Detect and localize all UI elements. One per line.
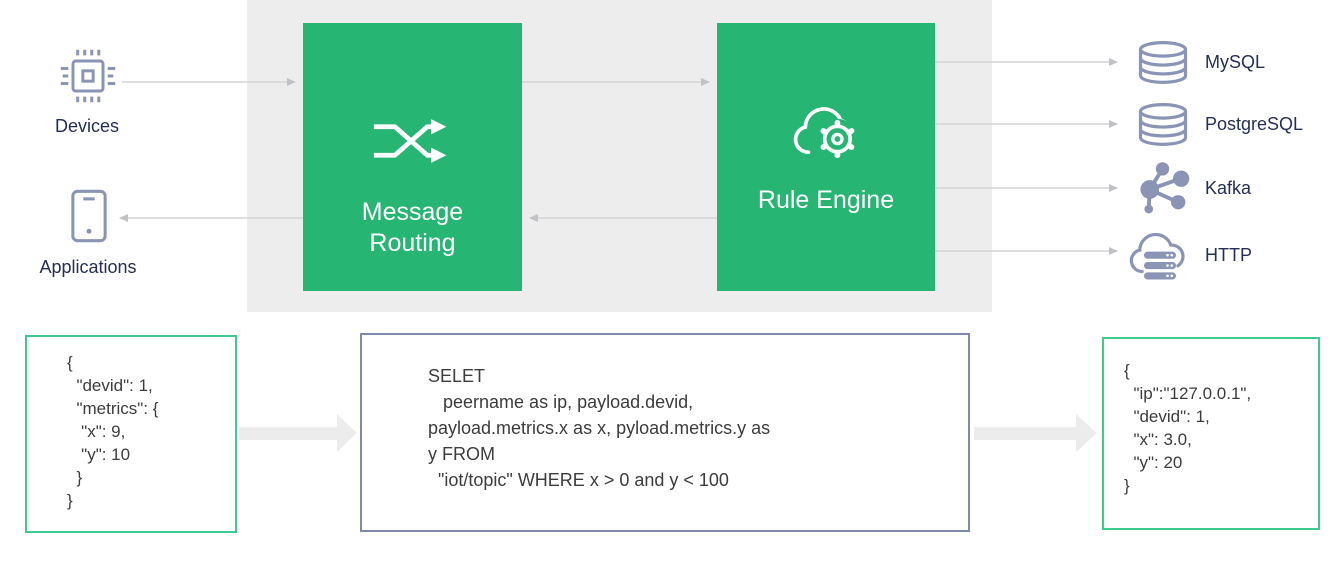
message-routing-label: Message Routing [361, 198, 464, 257]
cloud-server-icon [1129, 232, 1185, 280]
input-json-box: { "devid": 1, "metrics": { "x": 9, "y": … [25, 335, 237, 533]
kafka-label: Kafka [1205, 178, 1252, 198]
http-label: HTTP [1205, 245, 1252, 265]
rule-sql-code: SELET peername as ip, payload.devid, pay… [428, 366, 771, 490]
output-json-box: { "ip":"127.0.0.1", "devid": 1, "x": 3.0… [1102, 337, 1320, 530]
rule-sql-box: SELET peername as ip, payload.devid, pay… [360, 333, 970, 532]
applications-label: Applications [39, 257, 137, 277]
shuffle-icon [373, 119, 446, 163]
thick-arrow-input-to-sql [239, 414, 357, 452]
chip-icon [60, 49, 116, 103]
cloud-gear-icon [793, 107, 858, 160]
output-json-code: { "ip":"127.0.0.1", "devid": 1, "x": 3.0… [1124, 361, 1252, 495]
smartphone-icon [71, 189, 107, 243]
rule-engine-box: Rule Engine [717, 23, 935, 291]
mysql-label: MySQL [1205, 52, 1266, 72]
thick-arrow-sql-to-output [974, 414, 1097, 452]
devices-label: Devices [54, 116, 120, 136]
mysql-database-icon [1138, 41, 1188, 84]
share-network-icon [1140, 162, 1190, 214]
rule-engine-label: Rule Engine [757, 186, 895, 214]
postgresql-database-icon [1138, 103, 1188, 146]
input-json-code: { "devid": 1, "metrics": { "x": 9, "y": … [67, 353, 159, 510]
message-routing-box: Message Routing [303, 23, 522, 291]
postgresql-label: PostgreSQL [1205, 114, 1304, 134]
